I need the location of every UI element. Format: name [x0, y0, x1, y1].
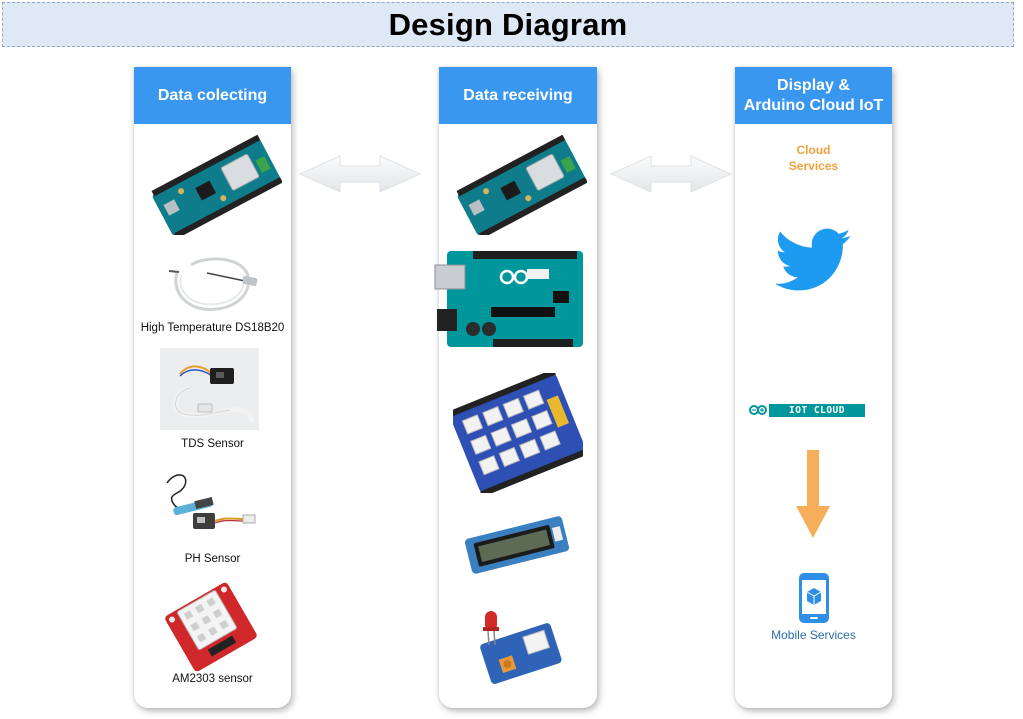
arduino-mkr-board — [456, 135, 587, 235]
column-data-receiving: Data receiving — [434, 67, 597, 708]
cloud-services-label: Cloud Services — [788, 143, 839, 173]
twitter-icon — [776, 228, 851, 291]
arduino-mkr-board — [151, 135, 282, 235]
column-header-collecting: Data colecting — [134, 67, 291, 124]
down-arrow-icon — [796, 450, 830, 538]
temperature-probe — [168, 257, 258, 311]
column-header-receiving: Data receiving — [439, 67, 597, 124]
bidirectional-arrow-2 — [609, 155, 733, 193]
column-display-cloud: Display & Arduino Cloud IoT Cloud Servic… — [735, 67, 892, 708]
arduino-logo-icon — [749, 405, 767, 415]
tds-sensor — [160, 348, 259, 430]
diagram-title-bar: Design Diagram — [2, 2, 1014, 47]
caption-tds: TDS Sensor — [181, 438, 244, 450]
grove-shield — [453, 373, 583, 493]
caption-am2303: AM2303 sensor — [172, 673, 253, 685]
caption-ph: PH Sensor — [184, 553, 241, 565]
caption-temperature: High Temperature DS18B20 — [140, 322, 285, 334]
lcd-module — [464, 516, 570, 574]
mobile-services-label: Mobile Services — [771, 628, 856, 642]
arduino-uno-board — [434, 251, 583, 347]
iot-cloud-badge: IOT CLOUD — [769, 404, 865, 417]
ph-sensor-kit — [166, 474, 256, 529]
mobile-phone-icon — [799, 573, 829, 623]
column-data-collecting: Data colecting High Temperature DS18B20 — [134, 67, 291, 708]
bidirectional-arrow-1 — [298, 155, 422, 193]
diagram-title: Design Diagram — [388, 6, 628, 42]
column-header-display: Display & Arduino Cloud IoT — [735, 67, 892, 124]
am2303-sensor — [165, 582, 257, 672]
led-module — [480, 611, 562, 684]
